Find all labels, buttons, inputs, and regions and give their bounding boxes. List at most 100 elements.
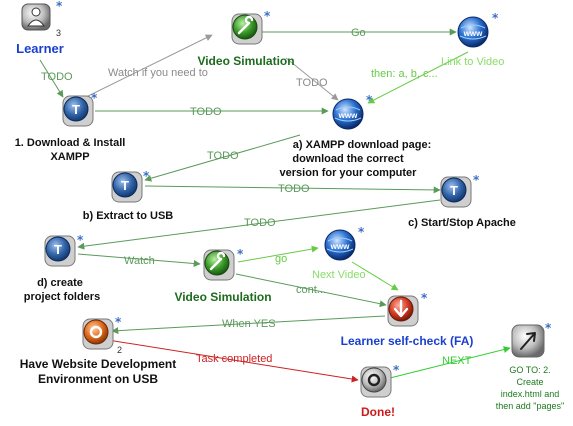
edge-label-todo5: TODO	[244, 217, 276, 229]
edge-videosim2-www	[237, 245, 319, 263]
xampp-label-1: a) XAMPP download page:	[293, 139, 432, 151]
wrench-icon	[231, 13, 263, 45]
star-marker: *	[366, 93, 373, 107]
wrench-icon	[203, 249, 235, 281]
edge-label-watch: Watch	[124, 255, 155, 267]
edge-label-next-video: Next Video	[312, 269, 366, 281]
done-circle-icon	[360, 366, 392, 398]
download-label-2: XAMPP	[50, 151, 89, 163]
star-marker: *	[264, 9, 271, 23]
node-learner-self-check[interactable]: * Learner self-check (FA)	[341, 291, 474, 348]
www-globe-icon: www	[324, 229, 356, 261]
learner-badge: 3	[56, 28, 61, 38]
edge-label-go2: go	[275, 253, 287, 265]
folders-label-1: d) create	[37, 277, 83, 289]
user-lock-icon	[21, 3, 51, 31]
node-video-simulation-1[interactable]: * Video Simulation	[197, 9, 294, 68]
edge-label-todo3: TODO	[207, 150, 239, 162]
website-badge: 2	[117, 345, 122, 355]
edge-done-goto	[389, 346, 511, 379]
edge-label-todo1: TODO	[41, 71, 73, 83]
edge-startstop-folders	[77, 199, 441, 250]
edge-website-done	[107, 339, 359, 383]
website-label-1: Have Website Development	[20, 357, 177, 371]
star-marker: *	[56, 0, 63, 13]
task-t-icon: T	[62, 95, 94, 127]
star-marker: *	[473, 173, 480, 187]
edge-selfcheck-website	[111, 315, 386, 335]
node-extract-usb[interactable]: T * b) Extract to USB	[83, 169, 174, 222]
edge-extract-startstop	[144, 185, 441, 194]
xampp-label-2: download the correct	[292, 153, 404, 165]
node-create-folders[interactable]: T * d) create project folders	[24, 233, 100, 303]
edge-www-xampp	[367, 51, 469, 104]
website-label-2: Environment on USB	[38, 372, 158, 386]
edge-label-go1: Go	[351, 27, 366, 39]
videosim1-label: Video Simulation	[197, 54, 294, 68]
xampp-label-3: version for your computer	[280, 167, 418, 179]
learner-label: Learner	[16, 41, 64, 56]
videosim2-label: Video Simulation	[174, 290, 271, 304]
edge-label-watch-if: Watch if you need to	[108, 67, 208, 79]
selfcheck-label: Learner self-check (FA)	[341, 334, 474, 348]
edge-www-selfcheck	[351, 261, 399, 291]
goto-label-4: then add "pages"	[496, 401, 564, 411]
star-marker: *	[393, 363, 400, 377]
edge-label-todo-main: TODO	[190, 106, 222, 118]
node-xampp-page[interactable]: www * a) XAMPP download page: download t…	[280, 93, 432, 179]
task-t-icon: T	[111, 171, 143, 203]
edges: TODO Watch if you need to Go Link to Vid…	[39, 27, 511, 383]
folders-label-2: project folders	[24, 291, 100, 303]
edge-label-task-completed: Task completed	[196, 353, 272, 365]
goto-label-2: Create	[516, 377, 543, 387]
svg-text:www: www	[463, 29, 483, 38]
node-go-to[interactable]: * GO TO: 2. Create index.html and then a…	[496, 321, 564, 411]
goto-label-1: GO TO: 2.	[509, 365, 550, 375]
www-globe-icon: www	[457, 16, 489, 48]
node-www-mid[interactable]: www *	[324, 225, 365, 261]
svg-text:www: www	[330, 242, 350, 251]
node-start-stop-apache[interactable]: T * c) Start/Stop Apache	[408, 173, 516, 229]
edge-folders-videosim2	[77, 253, 201, 267]
star-marker: *	[91, 91, 98, 105]
star-marker: *	[77, 233, 84, 247]
node-website-environment[interactable]: * 2 Have Website Development Environment…	[20, 315, 177, 386]
svg-text:T: T	[121, 178, 129, 193]
star-marker: *	[492, 11, 499, 25]
edge-label-when-yes: When YES	[222, 318, 276, 330]
svg-text:T: T	[72, 102, 80, 117]
node-done[interactable]: * Done!	[360, 363, 400, 419]
edge-xampp-extract	[144, 134, 301, 182]
extract-label: b) Extract to USB	[83, 210, 174, 222]
edge-label-todo2: TODO	[296, 77, 328, 89]
task-t-icon: T	[440, 176, 472, 208]
edge-label-link-video: Link to Video	[441, 56, 504, 68]
edge-download-videosim1	[79, 34, 213, 101]
star-marker: *	[545, 321, 552, 335]
node-learner[interactable]: * 3 Learner	[16, 0, 64, 56]
star-marker: *	[358, 225, 365, 239]
www-globe-icon: www	[332, 98, 364, 130]
done-label: Done!	[361, 405, 395, 419]
svg-text:T: T	[450, 183, 458, 198]
download-label-1: 1. Download & Install	[15, 137, 126, 149]
star-marker: *	[421, 291, 428, 305]
edge-learner-download	[39, 59, 64, 98]
down-arrow-icon	[387, 295, 419, 327]
star-marker: *	[115, 315, 122, 329]
star-marker: *	[143, 169, 150, 183]
task-t-icon: T	[44, 235, 76, 267]
svg-text:T: T	[54, 242, 62, 257]
node-www-top[interactable]: www *	[457, 11, 499, 48]
svg-text:www: www	[338, 111, 358, 120]
orange-o-icon	[82, 318, 114, 350]
edge-label-todo4: TODO	[278, 183, 310, 195]
edge-label-cont: cont...	[296, 284, 326, 296]
node-video-simulation-2[interactable]: * Video Simulation	[174, 247, 271, 304]
edge-label-then-abc: then: a, b, c...	[371, 68, 438, 80]
node-download-install[interactable]: T * 1. Download & Install XAMPP	[15, 91, 126, 163]
edge-videosim2-selfcheck	[235, 273, 387, 308]
startstop-label: c) Start/Stop Apache	[408, 217, 516, 229]
